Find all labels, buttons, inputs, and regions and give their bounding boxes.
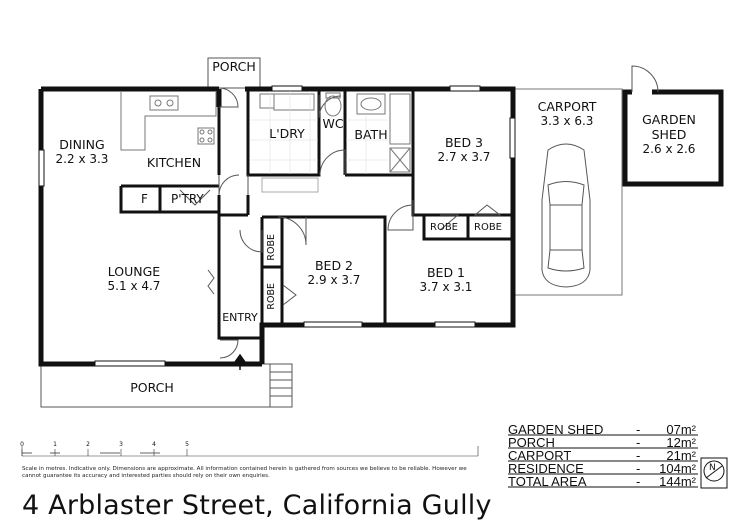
area-label: CARPORT <box>508 448 572 463</box>
room-dimensions: 3.3 x 6.3 <box>540 114 594 128</box>
north-box <box>700 457 728 489</box>
room-label-robe-bed3-b: ROBE <box>474 222 502 233</box>
area-dash: - <box>636 422 641 437</box>
room-name: BED 2 <box>314 258 354 273</box>
area-dash: - <box>636 461 641 476</box>
scale-ticks <box>21 449 188 456</box>
room-label-carport: CARPORT 3.3 x 6.3 <box>538 99 597 129</box>
room-label-robe-bed2-a: ROBE <box>266 234 277 261</box>
room-label-wc: WC <box>322 116 343 131</box>
area-table: GARDEN SHED - 07m² PORCH - 12m² CARPORT … <box>508 423 696 488</box>
room-label-bed3: BED 3 2.7 x 3.7 <box>438 135 491 165</box>
room-label-pantry: P'TRY <box>171 192 204 206</box>
room-label-robe-bed2-b: ROBE <box>266 283 277 310</box>
room-name: PORCH <box>212 59 256 74</box>
windows <box>38 85 516 367</box>
room-name: ENTRY <box>222 311 258 324</box>
room-name: PORCH <box>130 380 174 395</box>
room-name-line1: GARDEN <box>642 112 696 127</box>
area-label: PORCH <box>508 435 555 450</box>
scale-tick-label: 1 <box>53 441 57 448</box>
north-letter: N <box>709 463 716 473</box>
room-label-laundry: L'DRY <box>269 126 305 141</box>
scale-disclaimer: Scale in metres. Indicative only. Dimens… <box>22 466 467 479</box>
kitchen-benches <box>120 92 217 151</box>
room-label-robe-bed3-a: ROBE <box>430 222 458 233</box>
area-dash: - <box>636 474 641 489</box>
room-name: WC <box>322 116 344 131</box>
wet-area-fixtures <box>259 92 411 193</box>
area-value: 104m² <box>659 461 696 476</box>
area-value: 12m² <box>666 435 696 450</box>
area-dash: - <box>636 435 641 450</box>
area-table-rules <box>508 434 698 488</box>
room-dimensions: 2.7 x 3.7 <box>437 150 491 164</box>
room-label-bed2: BED 2 2.9 x 3.7 <box>308 258 361 288</box>
room-label-garden-shed: GARDEN SHED 2.6 x 2.6 <box>642 112 696 157</box>
room-name-line2: SHED <box>651 127 687 142</box>
room-label-porch-top: PORCH <box>212 59 256 74</box>
area-row: TOTAL AREA - 144m² <box>508 475 696 488</box>
room-label-fridge: F <box>141 192 148 206</box>
area-value: 07m² <box>666 422 696 437</box>
room-dimensions: 5.1 x 4.7 <box>107 279 161 293</box>
room-dimensions: 2.6 x 2.6 <box>642 142 696 156</box>
room-label-dining: DINING 2.2 x 3.3 <box>56 137 109 167</box>
car-icon <box>541 143 591 288</box>
scale-tick-label: 0 <box>20 441 24 448</box>
room-name: BED 3 <box>444 135 484 150</box>
area-label: RESIDENCE <box>508 461 584 476</box>
room-label-kitchen: KITCHEN <box>147 155 201 170</box>
room-name: KITCHEN <box>146 155 202 170</box>
room-dimensions: 2.9 x 3.7 <box>307 273 361 287</box>
room-dimensions: 2.2 x 3.3 <box>55 152 109 166</box>
tiled-floor <box>250 91 388 174</box>
scale-tick-label: 2 <box>86 441 90 448</box>
room-name: LOUNGE <box>107 264 161 279</box>
scale-tick-label: 5 <box>185 441 189 448</box>
room-label-bed1: BED 1 3.7 x 3.1 <box>420 265 473 295</box>
area-row: PORCH - 12m² <box>508 436 696 449</box>
scale-bar <box>21 446 479 457</box>
area-row: GARDEN SHED - 07m² <box>508 423 696 436</box>
property-address: 4 Arblaster Street, California Gully <box>22 490 492 521</box>
area-value: 144m² <box>659 474 696 489</box>
area-row: RESIDENCE - 104m² <box>508 462 696 475</box>
room-name: DINING <box>59 137 105 152</box>
scale-tick-label: 3 <box>119 441 123 448</box>
door-swings <box>179 87 502 359</box>
room-label-porch-bottom: PORCH <box>130 380 174 395</box>
internal-walls <box>119 89 513 340</box>
area-value: 21m² <box>666 448 696 463</box>
room-name: BATH <box>354 127 388 142</box>
area-label: TOTAL AREA <box>508 474 587 489</box>
porch-top-outline <box>207 57 261 89</box>
room-label-entry: ENTRY <box>222 310 258 325</box>
room-dimensions: 3.7 x 3.1 <box>419 280 473 294</box>
area-dash: - <box>636 448 641 463</box>
room-name: CARPORT <box>537 99 597 114</box>
area-label: GARDEN SHED <box>508 422 604 437</box>
area-row: CARPORT - 21m² <box>508 449 696 462</box>
scale-tick-label: 4 <box>152 441 156 448</box>
room-label-bath: BATH <box>354 127 387 142</box>
garden-shed-outline <box>622 65 724 187</box>
room-name: L'DRY <box>269 126 305 141</box>
room-label-lounge: LOUNGE 5.1 x 4.7 <box>108 264 161 294</box>
room-name: BED 1 <box>426 265 466 280</box>
entry-arrow-icon <box>233 353 247 370</box>
